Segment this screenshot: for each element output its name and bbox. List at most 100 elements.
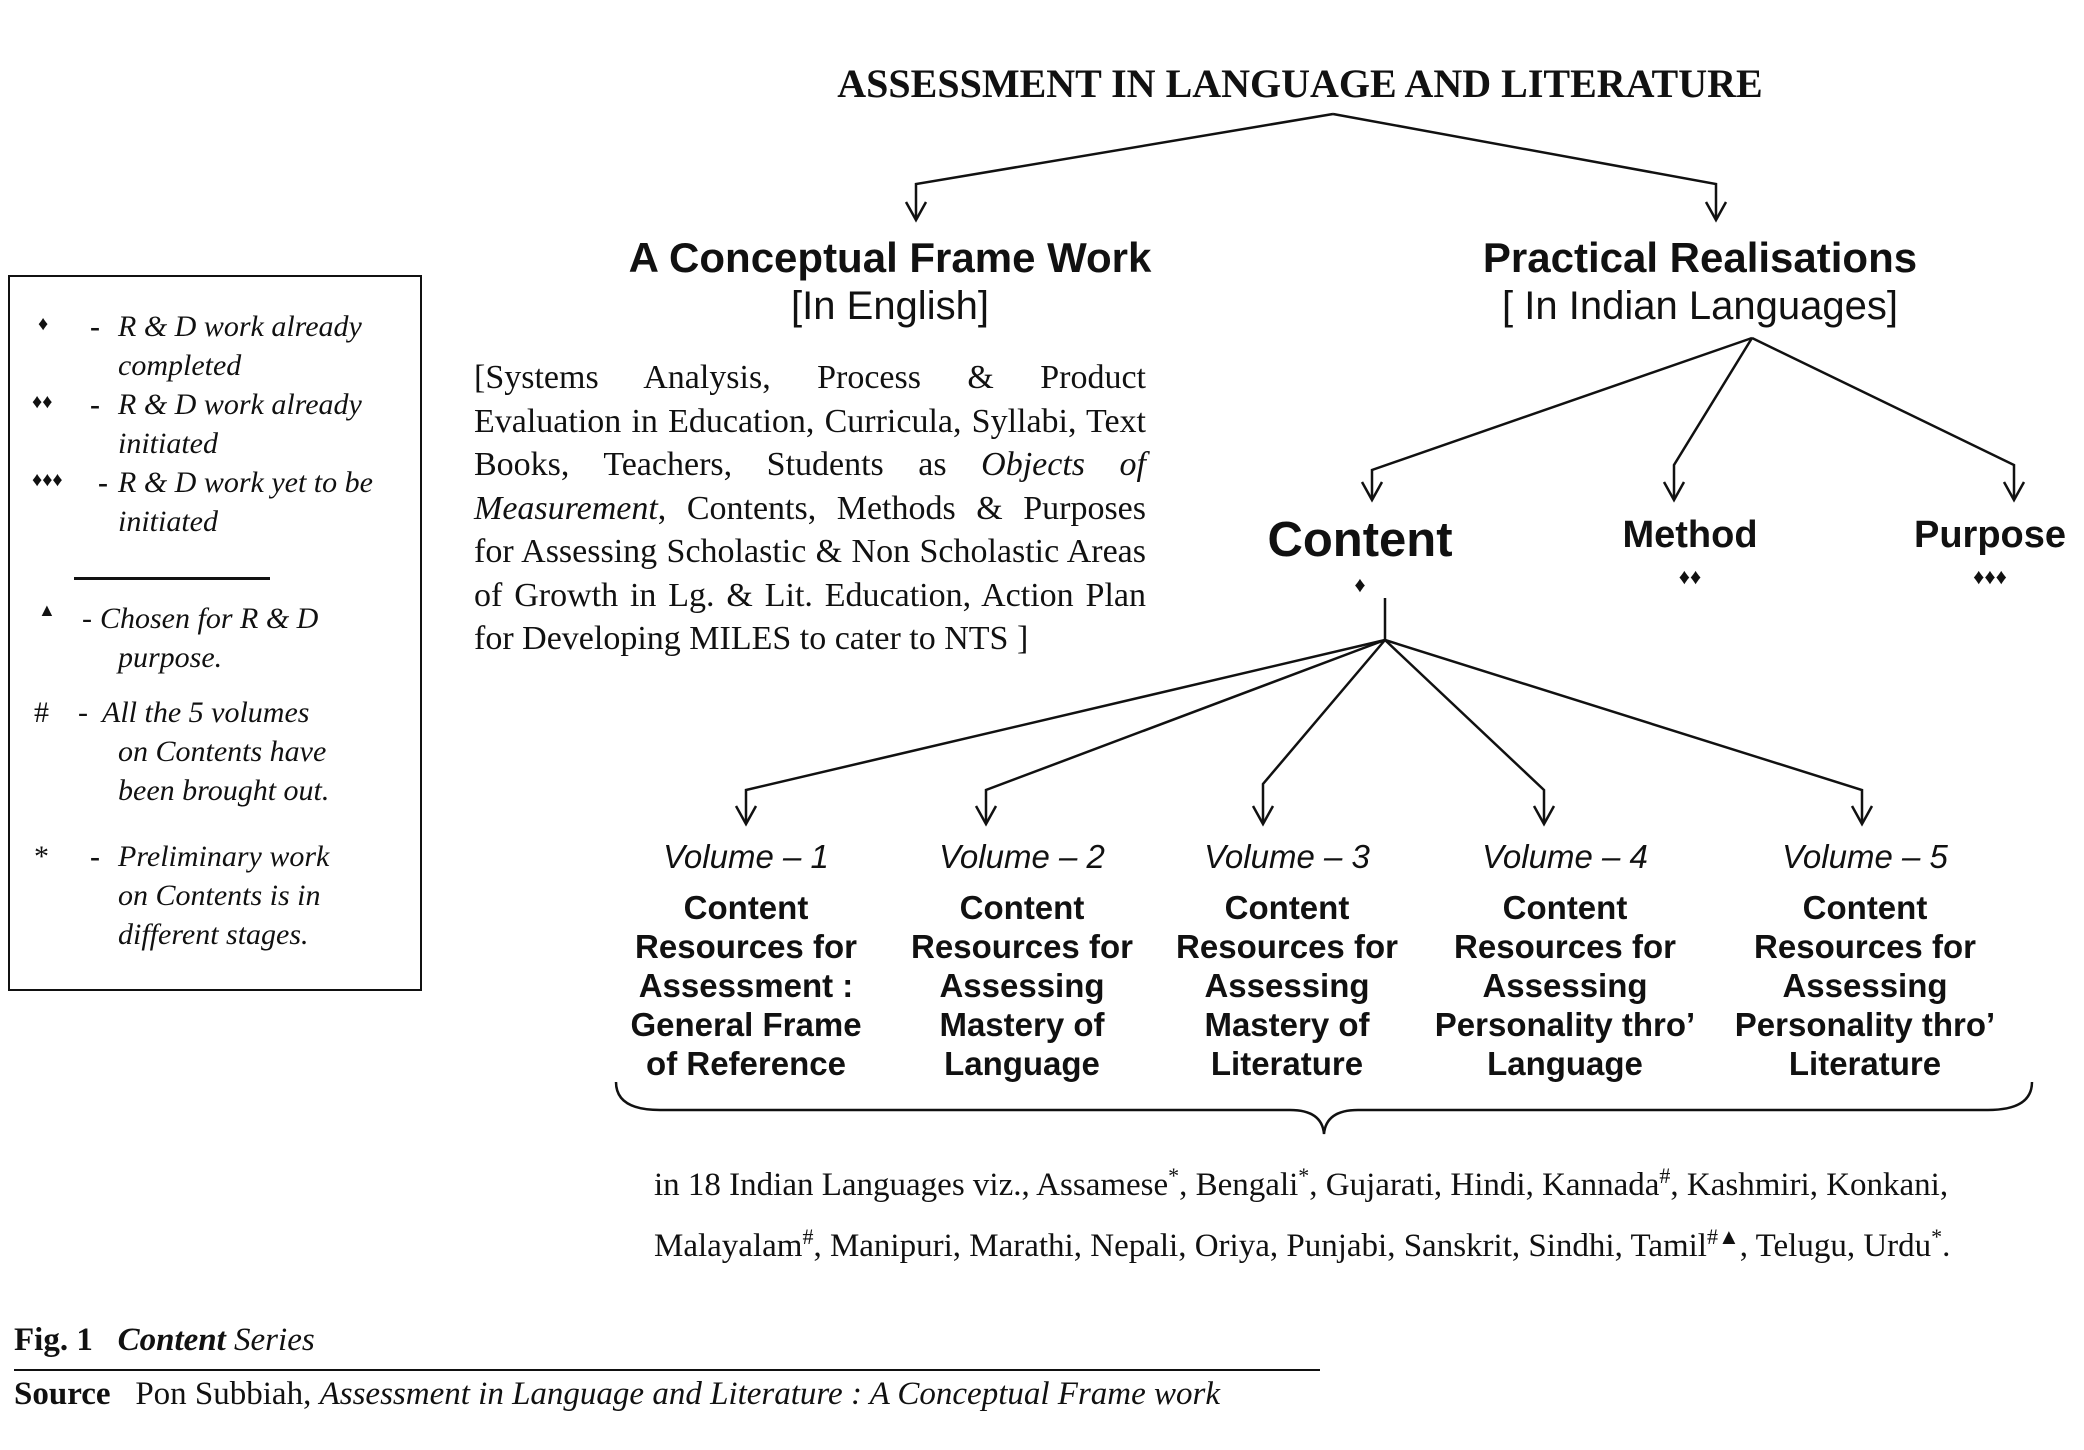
conceptual-description: [Systems Analysis, Process & Product Eva…: [474, 356, 1146, 661]
volume-5-line: Resources for: [1754, 928, 1976, 965]
content-marker: ♦: [1354, 572, 1366, 597]
legend-symbol-triangle: ▲: [38, 600, 56, 620]
volume-1-line: General Frame: [630, 1006, 862, 1043]
connector-volume-5: [1384, 638, 1864, 824]
volume-5-title: Content Resources for Assessing Personal…: [1715, 888, 2015, 1083]
language-item: Hindi: [1450, 1167, 1526, 1203]
connector-volume-4: [1384, 639, 1546, 824]
language-mark: *: [1168, 1163, 1180, 1188]
volume-1: Volume – 1 Content Resources for Assessm…: [601, 838, 891, 1083]
volume-3-line: Content: [1224, 889, 1350, 926]
source-title: Assessment in Language and Literature : …: [319, 1376, 1221, 1412]
method-branch-label: Method: [1622, 514, 1758, 556]
figure-title-rest: Series: [234, 1322, 315, 1358]
legend-text: initiated: [118, 505, 218, 538]
volume-1-line: Assessment :: [638, 967, 854, 1004]
legend-text: been brought out.: [118, 774, 330, 807]
legend-text: initiated: [118, 427, 218, 460]
volumes-brace: [614, 1081, 2034, 1135]
figure-title-emphasis: Content: [117, 1322, 226, 1358]
legend-text: different stages.: [118, 918, 309, 951]
arrowhead-purpose: [2002, 481, 2026, 503]
legend-text: purpose.: [118, 641, 223, 674]
language-item: Nepali: [1090, 1228, 1179, 1264]
content-branch-label: Content: [1267, 513, 1453, 567]
arrowhead-volume-3: [1251, 805, 1275, 827]
legend-dash: -: [98, 466, 108, 499]
connector-title-conceptual: [914, 112, 1334, 220]
volume-4-line: Personality thro’: [1434, 1006, 1696, 1043]
legend-dash: -: [82, 602, 92, 635]
arrowhead-volume-5: [1850, 805, 1874, 827]
language-item: Kannada: [1542, 1167, 1660, 1203]
method-marker: ♦♦: [1678, 564, 1702, 589]
arrowhead-volume-1: [734, 805, 758, 827]
legend-text: Preliminary work: [118, 840, 330, 873]
volume-2-line: Mastery of: [939, 1006, 1105, 1043]
language-item: Marathi: [969, 1228, 1074, 1264]
caption-divider: [14, 1369, 1320, 1371]
language-item: Punjabi: [1286, 1228, 1388, 1264]
arrowhead-content: [1360, 481, 1384, 503]
legend-dash: -: [90, 840, 100, 873]
language-item: Oriya: [1194, 1228, 1270, 1264]
language-mark: *: [1931, 1224, 1943, 1249]
legend-text: R & D work yet to be: [118, 466, 373, 499]
figure-label: Fig. 1: [14, 1322, 93, 1358]
volume-2-number: Volume – 2: [939, 838, 1105, 875]
volume-5-number: Volume – 5: [1782, 838, 1948, 875]
volume-3-line: Assessing: [1204, 967, 1370, 1004]
conceptual-text-part-3: , Contents, Methods & Purposes for Asses…: [474, 489, 1146, 658]
languages-prefix: in 18 Indian Languages viz.,: [654, 1167, 1037, 1203]
legend-symbol-triple-diamond: ♦♦♦: [32, 469, 63, 491]
conceptual-subheading: [In English]: [791, 284, 989, 328]
language-item: Assamese: [1036, 1167, 1169, 1203]
volume-1-line: Resources for: [635, 928, 857, 965]
legend-symbol-asterisk: *: [34, 840, 49, 873]
connector-volume-1: [744, 638, 1386, 824]
volume-5-line: Personality thro’: [1734, 1006, 1996, 1043]
language-item: Gujarati: [1325, 1167, 1434, 1203]
volume-2-line: Content: [959, 889, 1085, 926]
volume-3-line: Mastery of: [1204, 1006, 1370, 1043]
arrowhead-method: [1662, 481, 1686, 503]
language-item: Telugu: [1755, 1228, 1847, 1264]
legend-text: R & D work already: [118, 310, 362, 343]
legend-symbol-single-diamond: ♦: [38, 313, 49, 335]
connector-volume-2: [984, 638, 1386, 824]
arrowhead-volume-4: [1532, 805, 1556, 827]
language-item: Manipuri: [829, 1228, 953, 1264]
legend-text: on Contents have: [118, 735, 327, 768]
source-line: Source Pon Subbiah, Assessment in Langua…: [14, 1376, 1220, 1413]
language-mark: #: [1659, 1163, 1671, 1188]
legend-symbol-double-diamond: ♦♦: [32, 391, 53, 413]
language-item: Konkani: [1826, 1167, 1940, 1203]
volume-2: Volume – 2 Content Resources for Assessi…: [877, 838, 1167, 1083]
volume-2-title: Content Resources for Assessing Mastery …: [877, 888, 1167, 1083]
volume-3-line: Literature: [1210, 1045, 1364, 1082]
volume-1-line: Content: [683, 889, 809, 926]
legend-divider: [74, 577, 270, 580]
practical-heading: Practical Realisations: [1482, 234, 1918, 281]
connector-practical-purpose: [1751, 336, 2016, 500]
volume-3-line: Resources for: [1176, 928, 1398, 965]
language-mark: *: [1298, 1163, 1310, 1188]
volume-4-title: Content Resources for Assessing Personal…: [1415, 888, 1715, 1083]
volume-5-line: Literature: [1788, 1045, 1942, 1082]
figure-caption: Fig. 1 Content Series: [14, 1322, 315, 1359]
legend-text: completed: [118, 349, 242, 382]
connector-practical-content: [1370, 336, 1753, 500]
volume-4-line: Resources for: [1454, 928, 1676, 965]
legend-box: ♦ - R & D work already completed ♦♦ - R …: [8, 275, 422, 991]
volume-3-number: Volume – 3: [1204, 838, 1370, 875]
arrowhead-practical: [1704, 201, 1728, 223]
language-item: Tamil: [1630, 1228, 1707, 1264]
volume-1-number: Volume – 1: [663, 838, 829, 875]
language-item: Sindhi: [1528, 1228, 1615, 1264]
legend-dash: -: [90, 310, 100, 343]
volume-2-line: Language: [944, 1045, 1100, 1082]
legend-text: Chosen for R & D: [100, 602, 319, 635]
volume-5: Volume – 5 Content Resources for Assessi…: [1715, 838, 2015, 1083]
conceptual-text-part-1: [Systems Analysis, Process & Product Eva…: [474, 359, 1146, 483]
